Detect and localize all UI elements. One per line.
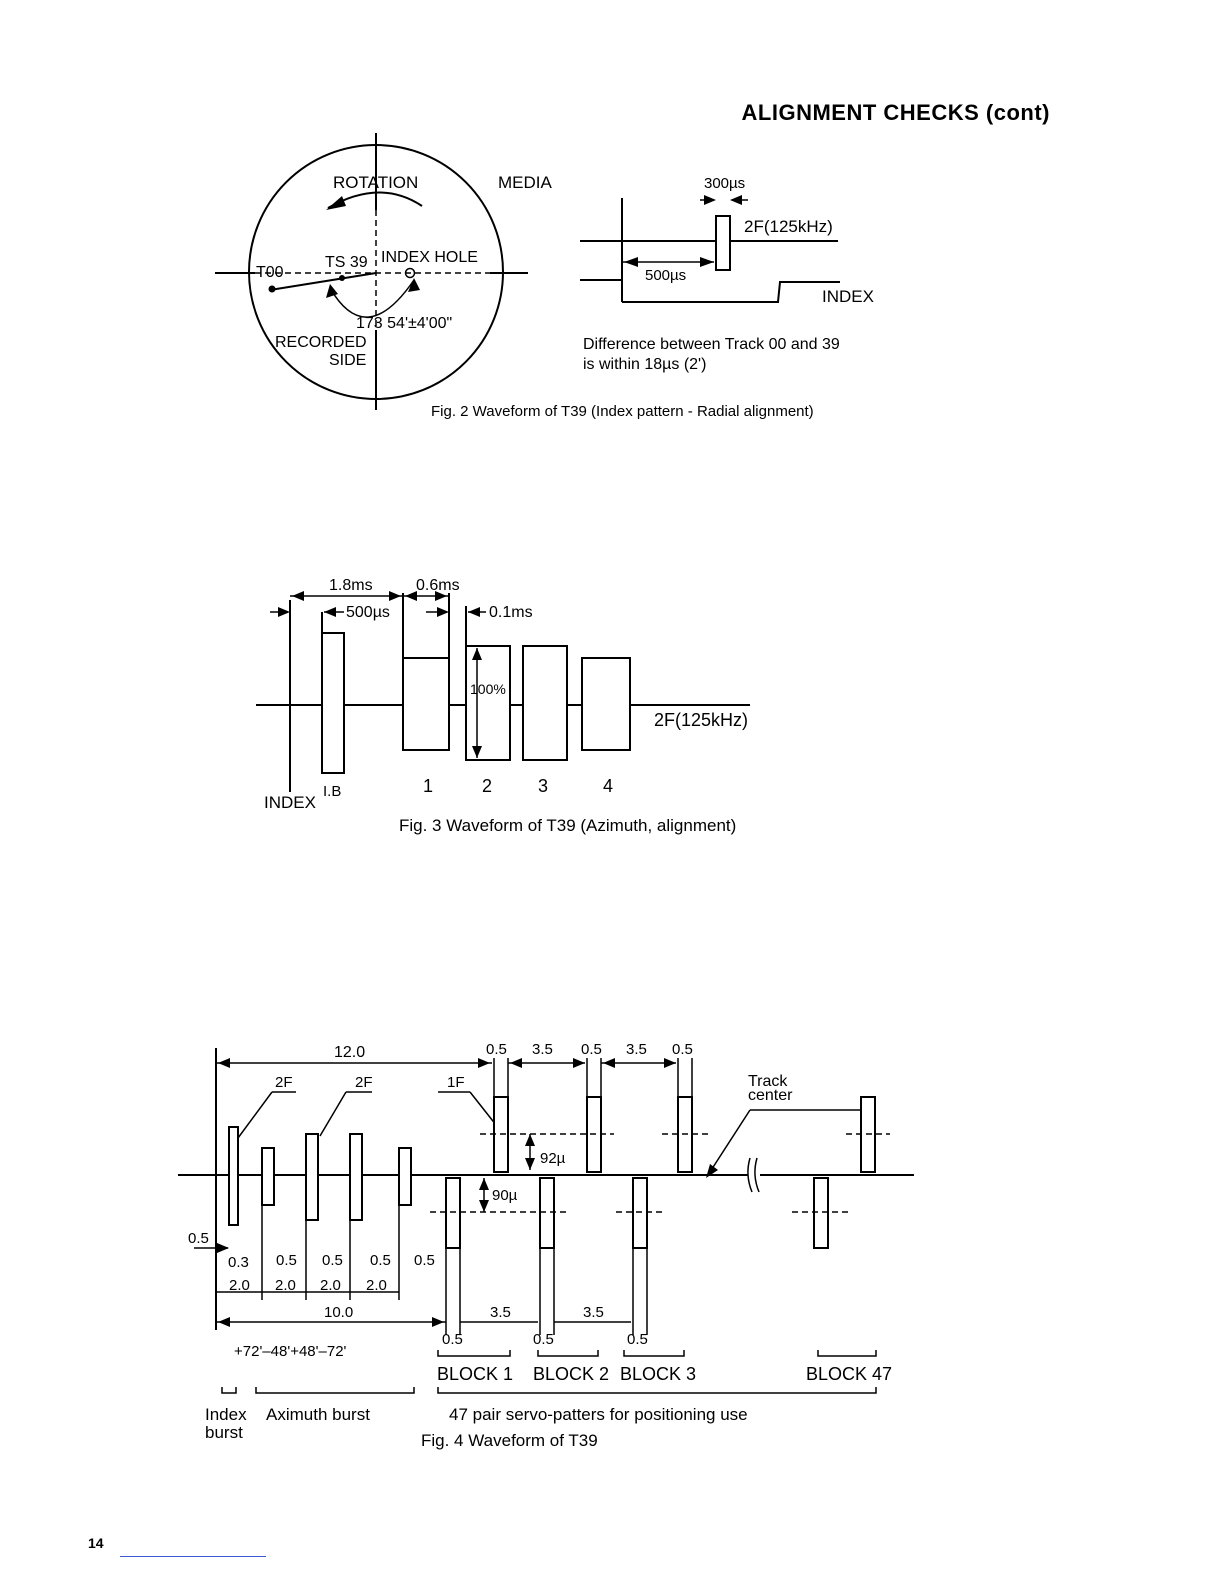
d92-label: 92µ	[540, 1150, 566, 1167]
d20-2: 2.0	[275, 1277, 296, 1294]
t500-label: 500µs	[645, 267, 686, 284]
block-47-label: BLOCK 47	[806, 1364, 892, 1384]
block-label-4: 4	[603, 776, 613, 796]
fig4-diagram: 12.0 0.5 3.5 0.5 3.5 0.5 2F 2F 1F Track …	[178, 1041, 914, 1450]
rotation-label: ROTATION	[333, 173, 418, 192]
page-number: 14	[88, 1535, 104, 1551]
freq-label: 2F(125kHz)	[654, 710, 748, 730]
pct-label: 100%	[470, 681, 506, 697]
top-35a-label: 3.5	[532, 1041, 553, 1058]
t06-label: 0.6ms	[416, 577, 460, 594]
t00-label: T00	[256, 264, 284, 281]
label-2f-a: 2F	[275, 1074, 293, 1091]
ib-bar	[321, 632, 345, 774]
index-hole-icon	[404, 267, 416, 279]
label-2f-b: 2F	[355, 1074, 373, 1091]
bot-05-1: 0.5	[442, 1331, 463, 1348]
note-line-1: Difference between Track 00 and 39	[583, 336, 840, 353]
page-title: ALIGNMENT CHECKS (cont)	[741, 100, 1050, 125]
index-burst-bar	[228, 1126, 239, 1226]
block-3-label: BLOCK 3	[620, 1364, 696, 1384]
block47-lower	[813, 1177, 829, 1249]
label-1f: 1F	[447, 1074, 465, 1091]
d03-label: 0.3	[228, 1254, 249, 1271]
d12-label: 12.0	[334, 1044, 365, 1061]
index-burst-label-2: burst	[205, 1423, 243, 1442]
index-pulse	[715, 215, 731, 271]
fig3-caption: Fig. 3 Waveform of T39 (Azimuth, alignme…	[399, 816, 736, 835]
recorded-label: RECORDED	[275, 334, 367, 351]
azimuth-burst-label: Aximuth burst	[266, 1405, 370, 1424]
ts39-label: TS 39	[325, 254, 368, 271]
d90-label: 90µ	[492, 1187, 518, 1204]
block3-lower	[632, 1177, 648, 1249]
servo-label: 47 pair servo-patters for positioning us…	[449, 1405, 748, 1424]
index-hole-label: INDEX HOLE	[381, 249, 478, 266]
footer-divider	[120, 1556, 266, 1557]
index-burst-label-1: Index	[205, 1405, 247, 1424]
t01-label: 0.1ms	[489, 604, 533, 621]
t300-label: 300µs	[704, 175, 745, 192]
d10-label: 10.0	[324, 1304, 353, 1321]
top-05c-label: 0.5	[672, 1041, 693, 1058]
index-label: INDEX	[822, 287, 874, 306]
angles-label: +72'–48'+48'–72'	[234, 1343, 347, 1360]
block-label-3: 3	[538, 776, 548, 796]
block-label-2: 2	[482, 776, 492, 796]
d20-1: 2.0	[229, 1277, 250, 1294]
media-label: MEDIA	[498, 173, 553, 192]
gap-05-2: 0.5	[322, 1252, 343, 1269]
top-05b-label: 0.5	[581, 1041, 602, 1058]
gap-05-1: 0.5	[276, 1252, 297, 1269]
block-2	[465, 645, 511, 761]
block-1	[402, 657, 450, 751]
bot-05-2: 0.5	[533, 1331, 554, 1348]
block-4	[581, 657, 631, 751]
bot-35b-label: 3.5	[583, 1304, 604, 1321]
angle-label: 173 54'±4'00"	[356, 315, 452, 332]
bot-35a-label: 3.5	[490, 1304, 511, 1321]
fig3-diagram: 1.8ms 0.6ms 500µs 0.1ms 100% 2F(125kHz) …	[256, 577, 750, 835]
block-1-label: BLOCK 1	[437, 1364, 513, 1384]
d20-3: 2.0	[320, 1277, 341, 1294]
ib-label: I.B	[323, 783, 341, 800]
top-35b-label: 3.5	[626, 1041, 647, 1058]
fig4-caption: Fig. 4 Waveform of T39	[421, 1431, 598, 1450]
block2-lower	[539, 1177, 555, 1249]
left-05-label: 0.5	[188, 1230, 209, 1247]
fig2-caption: Fig. 2 Waveform of T39 (Index pattern - …	[431, 403, 814, 420]
block-label-1: 1	[423, 776, 433, 796]
gap-05-4: 0.5	[414, 1252, 435, 1269]
center-label: center	[748, 1087, 793, 1104]
gap-05-3: 0.5	[370, 1252, 391, 1269]
t18-label: 1.8ms	[329, 577, 373, 594]
fig2-diagram: ROTATION MEDIA T00 TS 39 INDEX HOLE 173 …	[215, 133, 874, 420]
track-label: Track	[748, 1073, 788, 1090]
bot-05-3: 0.5	[627, 1331, 648, 1348]
d20-4: 2.0	[366, 1277, 387, 1294]
block-3	[522, 645, 568, 761]
block-2-label: BLOCK 2	[533, 1364, 609, 1384]
burst-2f-label: 2F(125kHz)	[744, 217, 833, 236]
top-05a-label: 0.5	[486, 1041, 507, 1058]
side-label: SIDE	[329, 352, 366, 369]
note-line-2: is within 18µs (2')	[583, 356, 706, 373]
t500-label-fig3: 500µs	[346, 604, 390, 621]
index-label-fig3: INDEX	[264, 793, 316, 812]
block1-lower	[445, 1177, 461, 1249]
